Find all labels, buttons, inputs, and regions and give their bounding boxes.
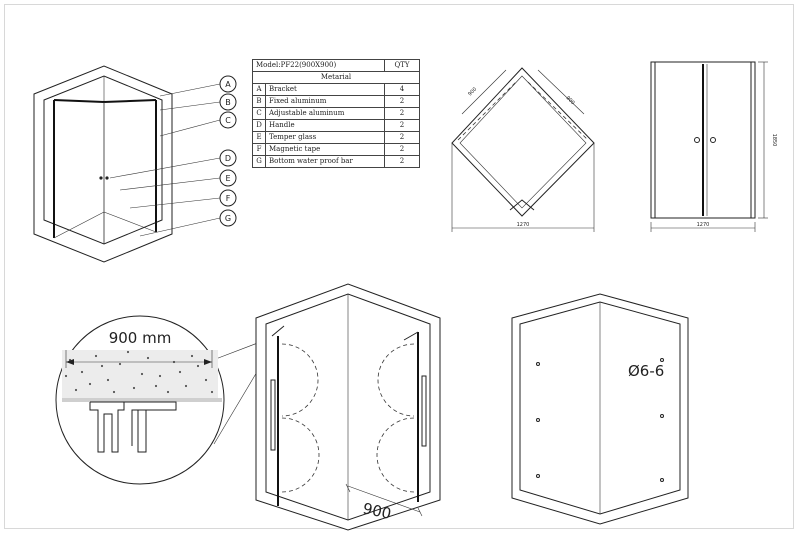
plan-view: 900 900 1270 xyxy=(451,67,595,232)
bom-index: A xyxy=(252,83,266,96)
plan-width-label: 1270 xyxy=(517,222,530,228)
svg-text:E: E xyxy=(225,174,230,183)
bom-index: C xyxy=(252,107,266,120)
svg-text:D: D xyxy=(225,154,231,163)
bom-index: F xyxy=(252,143,266,156)
assembly-width-label: 900 xyxy=(361,499,393,523)
bom-qty: 2 xyxy=(384,155,420,168)
callout-c: C xyxy=(219,111,237,129)
front-width-label: 1270 xyxy=(697,222,710,228)
bom-qty: 4 xyxy=(384,83,420,96)
front-view: 1850 1270 xyxy=(650,61,777,232)
callout-e: E xyxy=(219,169,237,187)
front-height-label: 1850 xyxy=(771,134,777,147)
svg-text:F: F xyxy=(226,194,231,203)
table-row: E Temper glass 2 xyxy=(252,131,420,144)
bom-subheader-cell: Metarial xyxy=(252,71,420,84)
detail-magnifier: 900 mm xyxy=(55,315,277,485)
bom-index: D xyxy=(252,119,266,132)
table-row: B Fixed aluminum 2 xyxy=(252,95,420,108)
svg-text:A: A xyxy=(225,80,231,89)
bom-qty-header: QTY xyxy=(384,59,420,72)
svg-text:C: C xyxy=(225,116,231,125)
table-row: C Adjustable aluminum 2 xyxy=(252,107,420,120)
hole-size-label: Ø6-6 xyxy=(628,362,664,380)
plan-side-a-label: 900 xyxy=(467,86,478,97)
bom-qty: 2 xyxy=(384,119,420,132)
bom-part-name: Temper glass xyxy=(265,131,385,144)
bom-index: E xyxy=(252,131,266,144)
bom-part-name: Handle xyxy=(265,119,385,132)
bom-model-cell: Model:PF22(900X900) xyxy=(252,59,385,72)
bom-qty: 2 xyxy=(384,131,420,144)
bom-index: B xyxy=(252,95,266,108)
bom-part-name: Bottom water proof bar xyxy=(265,155,385,168)
bom-qty: 2 xyxy=(384,143,420,156)
callout-b: B xyxy=(219,93,237,111)
bom-part-name: Adjustable aluminum xyxy=(265,107,385,120)
table-row: G Bottom water proof bar 2 xyxy=(252,155,420,168)
bom-part-name: Magnetic tape xyxy=(265,143,385,156)
svg-text:G: G xyxy=(225,214,231,223)
bill-of-materials-table: Model:PF22(900X900) QTY Metarial A Brack… xyxy=(252,59,420,168)
bom-header-row: Model:PF22(900X900) QTY xyxy=(252,59,420,72)
table-row: A Bracket 4 xyxy=(252,83,420,96)
table-row: D Handle 2 xyxy=(252,119,420,132)
callout-a: A xyxy=(219,75,237,93)
svg-text:B: B xyxy=(225,98,231,107)
bom-subheader-row: Metarial xyxy=(252,71,420,84)
bom-qty: 2 xyxy=(384,107,420,120)
bom-part-name: Fixed aluminum xyxy=(265,95,385,108)
callout-d: D xyxy=(219,149,237,167)
table-row: F Magnetic tape 2 xyxy=(252,143,420,156)
bom-part-name: Bracket xyxy=(265,83,385,96)
assembly-view: 900 xyxy=(255,283,441,531)
drawing-frame xyxy=(4,4,794,529)
bom-index: G xyxy=(252,155,266,168)
plan-side-b-label: 900 xyxy=(565,95,576,106)
callout-g: G xyxy=(219,209,237,227)
callout-f: F xyxy=(219,189,237,207)
isometric-enclosure xyxy=(33,65,221,263)
detail-width-label: 900 mm xyxy=(109,329,172,347)
bom-qty: 2 xyxy=(384,95,420,108)
drilling-view: Ø6-6 xyxy=(511,293,689,525)
